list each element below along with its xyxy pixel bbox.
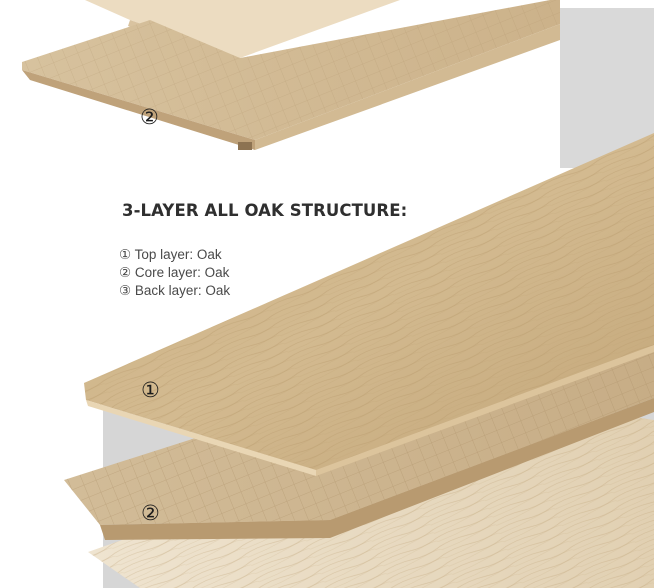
layer-item-top: ① Top layer: Oak: [119, 247, 222, 262]
marker-upper-core: ②: [140, 105, 159, 129]
structure-heading: 3-LAYER ALL OAK STRUCTURE:: [122, 201, 408, 220]
layer-item-back: ③ Back layer: Oak: [119, 283, 231, 298]
marker-top-layer: ①: [141, 378, 160, 402]
marker-core-layer: ②: [141, 501, 160, 525]
layer-list: ① Top layer: Oak ② Core layer: Oak ③ Bac…: [119, 246, 230, 300]
upper-board-top-layer: [85, 0, 400, 58]
layer-item-core: ② Core layer: Oak: [119, 265, 230, 280]
